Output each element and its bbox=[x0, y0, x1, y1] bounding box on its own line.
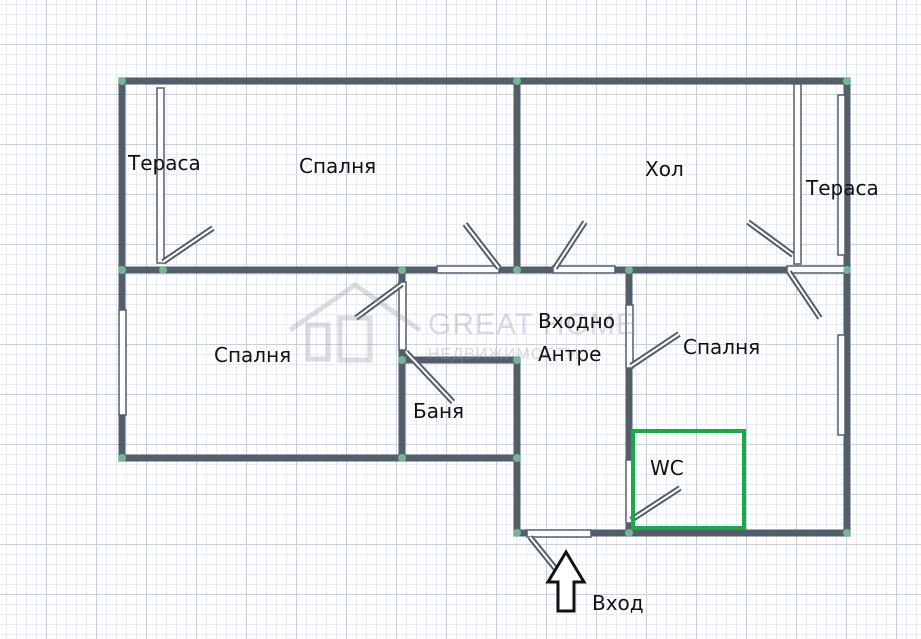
room-label-bedroom-top: Спалня bbox=[299, 154, 377, 178]
doorway-bath bbox=[398, 281, 407, 351]
doorway-bedroom-right bbox=[625, 304, 634, 369]
room-label-hall-line1: Входно bbox=[538, 309, 615, 333]
watermark-line1: GREAT HOME bbox=[428, 308, 637, 341]
doors bbox=[161, 219, 823, 580]
window-terrace-right-b bbox=[837, 94, 846, 256]
window-bedroom-right bbox=[837, 334, 846, 436]
watermark-line2: НЕДВИЖИМОСТИ bbox=[428, 346, 580, 363]
room-label-hall-line2: Антре bbox=[538, 342, 602, 366]
room-label-bedroom-right: Спалня bbox=[683, 335, 761, 359]
room-label-living: Хол bbox=[645, 157, 684, 181]
room-label-bedroom-left: Спалня bbox=[214, 343, 292, 367]
doorway-terrace-right bbox=[786, 265, 846, 274]
doorway-living bbox=[552, 265, 616, 274]
window-terrace-left bbox=[156, 87, 165, 264]
room-label-bathroom: Баня bbox=[413, 399, 465, 423]
watermark-logo-icon bbox=[288, 281, 422, 363]
entrance-label: Вход bbox=[592, 591, 644, 615]
window-bedroom-left bbox=[118, 309, 127, 416]
window-terrace-right-a bbox=[793, 83, 802, 265]
room-label-terrace-left: Тераса bbox=[128, 151, 201, 175]
walls bbox=[118, 77, 851, 537]
room-label-terrace-right: Тераса bbox=[806, 176, 879, 200]
doorway-entrance bbox=[526, 529, 592, 538]
wall-nodes bbox=[118, 77, 851, 537]
wc-outline bbox=[631, 429, 746, 530]
doors-inner bbox=[162, 221, 821, 579]
entrance-arrow bbox=[545, 549, 587, 613]
windows bbox=[118, 83, 846, 538]
room-label-wc: WC bbox=[650, 456, 684, 480]
doorway-bedroom-top bbox=[436, 265, 500, 274]
